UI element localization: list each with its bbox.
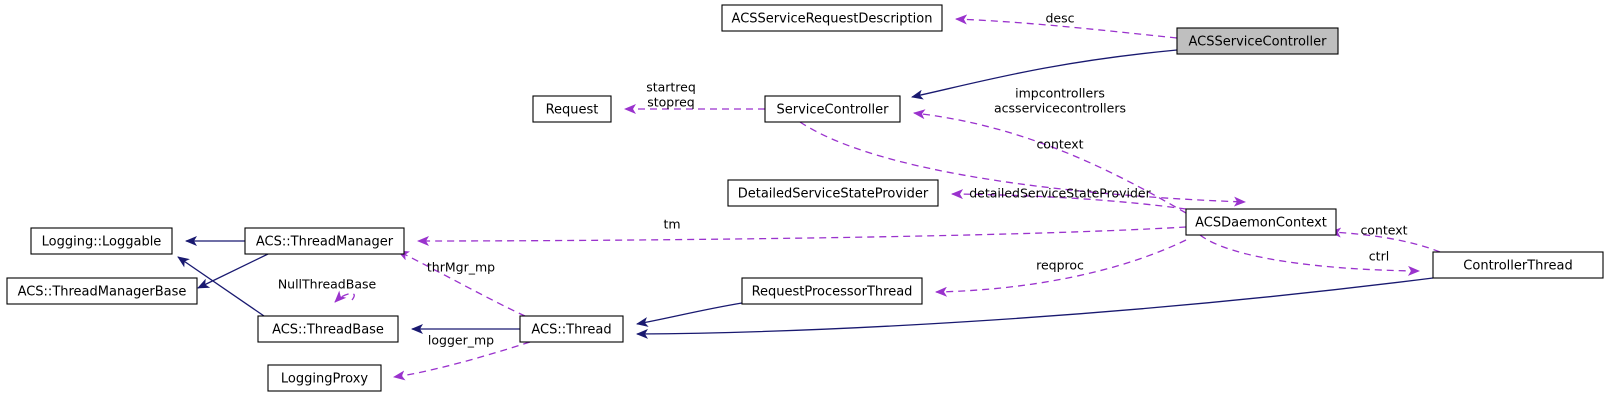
node-acsservicecontroller[interactable]: ACSServiceController xyxy=(1176,27,1339,55)
edge-label-impcontrollers: impcontrollers xyxy=(1015,86,1105,101)
node-box-acsservicerequestdescription[interactable] xyxy=(721,4,943,32)
edge-context-top xyxy=(799,121,1246,207)
edge-label-acsservicecontrollers: acsservicecontrollers xyxy=(994,101,1126,116)
node-request[interactable]: Request xyxy=(532,95,612,123)
node-box-acsthreadmanagerbase[interactable] xyxy=(6,277,198,305)
edge-label-thrmgr_mp: thrMgr_mp xyxy=(427,260,495,275)
edge-label-logger_mp: logger_mp xyxy=(428,333,494,348)
node-acsservicerequestdescription[interactable]: ACSServiceRequestDescription xyxy=(721,4,943,32)
edge-label-nullthreadbase: NullThreadBase xyxy=(278,277,377,292)
node-box-acsthreadmanager[interactable] xyxy=(244,227,405,255)
node-loggingproxy[interactable]: LoggingProxy xyxy=(267,364,382,392)
node-requestprocessorthread[interactable]: RequestProcessorThread xyxy=(741,277,923,305)
node-acsthread[interactable]: ACS::Thread xyxy=(519,315,624,343)
usage-edges xyxy=(334,14,1441,381)
nodes-layer: ACSServiceRequestDescriptionACSServiceCo… xyxy=(6,4,1604,392)
node-loggingloggable[interactable]: Logging::Loggable xyxy=(30,227,173,255)
edge-threadmanager-threadmanagerbase xyxy=(197,253,269,289)
edge-tm xyxy=(417,226,1187,246)
edge-label-desc: desc xyxy=(1045,11,1074,26)
node-controllerthread[interactable]: ControllerThread xyxy=(1432,251,1604,279)
edge-nullthreadbase xyxy=(334,290,355,303)
edge-reqproc xyxy=(935,239,1187,297)
node-box-acsdaemoncontext[interactable] xyxy=(1185,208,1337,236)
inheritance-edges xyxy=(177,49,1434,339)
edge-label-ctrl: ctrl xyxy=(1369,249,1389,264)
edge-label-stopreq: stopreq xyxy=(647,95,695,110)
node-box-acsthread[interactable] xyxy=(519,315,624,343)
node-acsthreadmanager[interactable]: ACS::ThreadManager xyxy=(244,227,405,255)
edge-context-right xyxy=(1329,227,1441,253)
node-detailedservicestateprovider[interactable]: DetailedServiceStateProvider xyxy=(727,179,939,207)
edge-controllerthread-thread xyxy=(636,277,1434,339)
node-acsthreadmanagerbase[interactable]: ACS::ThreadManagerBase xyxy=(6,277,198,305)
edge-desc xyxy=(955,14,1178,39)
edge-label-detailedservicestateprovider-label: detailedServiceStateProvider xyxy=(969,186,1151,201)
edge-logger-mp xyxy=(393,341,531,381)
edge-threadbase-loggable xyxy=(177,256,265,317)
node-box-loggingloggable[interactable] xyxy=(30,227,173,255)
edge-detailedservicestateprovider xyxy=(951,189,1187,210)
node-box-acsservicecontroller[interactable] xyxy=(1176,27,1339,55)
edge-acsservicecontroller-servicecontroller xyxy=(911,49,1178,100)
edge-requestprocessorthread-thread xyxy=(636,302,743,327)
node-acsthreadbase[interactable]: ACS::ThreadBase xyxy=(257,315,399,343)
node-box-loggingproxy[interactable] xyxy=(267,364,382,392)
node-box-servicecontroller[interactable] xyxy=(764,95,901,123)
edge-label-startreq: startreq xyxy=(646,80,696,95)
edge-label-reqproc: reqproc xyxy=(1036,258,1084,273)
node-box-controllerthread[interactable] xyxy=(1432,251,1604,279)
node-acsdaemoncontext[interactable]: ACSDaemonContext xyxy=(1185,208,1337,236)
edge-label-tm: tm xyxy=(663,217,680,232)
edge-impcontrollers xyxy=(913,109,1187,214)
node-box-detailedservicestateprovider[interactable] xyxy=(727,179,939,207)
node-box-requestprocessorthread[interactable] xyxy=(741,277,923,305)
edge-ctrl xyxy=(1199,234,1420,276)
node-servicecontroller[interactable]: ServiceController xyxy=(764,95,901,123)
node-box-request[interactable] xyxy=(532,95,612,123)
node-box-acsthreadbase[interactable] xyxy=(257,315,399,343)
edge-thrmgr-mp xyxy=(397,250,526,317)
